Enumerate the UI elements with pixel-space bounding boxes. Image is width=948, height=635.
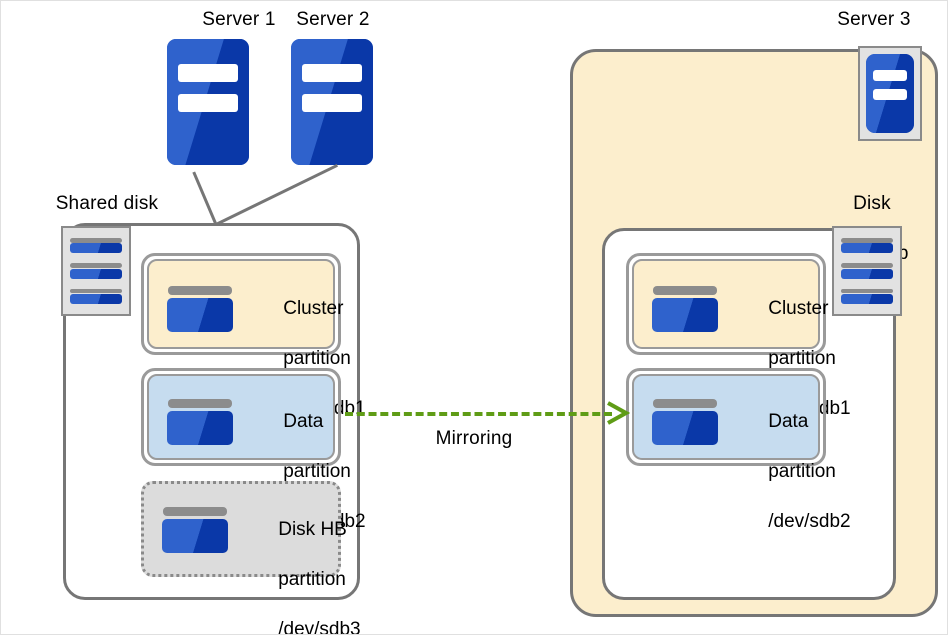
partition-disk-body — [167, 297, 233, 332]
connector-server1-to-shared-disk — [192, 171, 218, 226]
mirroring-label: Mirroring — [435, 428, 513, 449]
partition-label-line2: partition — [283, 348, 351, 369]
partition-label-line2: partition — [278, 569, 346, 590]
partition-label-line1: Cluster — [768, 298, 829, 319]
disk-platter-body — [841, 243, 893, 254]
partition-inner: Disk HB partition /dev/sdb3 — [141, 481, 361, 634]
partition-cluster-server3: Cluster partition /dev/sdb1 — [626, 253, 851, 419]
partition-disk-body — [652, 297, 718, 332]
partition-inner: Cluster partition /dev/sdb1 — [147, 259, 366, 419]
server2-icon — [291, 39, 373, 165]
disk-platter-body — [70, 243, 122, 254]
partition-disk-cap — [168, 399, 232, 409]
disk-platter-cap — [841, 263, 893, 268]
partition-data-server3: Data partition /dev/sdb2 — [626, 368, 851, 532]
server3-disk-label-line1: Disk — [853, 193, 891, 214]
partition-disk-body — [162, 518, 228, 553]
partition-label-line1: Data — [768, 411, 809, 432]
server3-label: Server 3 — [837, 9, 911, 30]
partition-label-line3: /dev/sdb3 — [278, 619, 361, 635]
partition-cluster-shared: Cluster partition /dev/sdb1 — [141, 253, 366, 419]
partition-data-server3-text: Data partition /dev/sdb2 — [726, 384, 851, 559]
disk-platter-cap — [841, 237, 893, 243]
partition-inner: Data partition /dev/sdb2 — [147, 374, 366, 532]
partition-disk-icon — [167, 399, 233, 445]
server-slot-bar-2 — [872, 88, 908, 100]
server-slot-bar-1 — [178, 64, 238, 82]
partition-inner: Cluster partition /dev/sdb1 — [632, 259, 851, 419]
disk-platter-body — [70, 268, 122, 279]
server-slot-bar-2 — [178, 94, 238, 113]
disk-platter-cap — [841, 288, 893, 294]
partition-disk-cap — [168, 286, 232, 296]
disk-platter — [841, 237, 893, 254]
partition-disk-icon — [167, 286, 233, 332]
partition-label-line1: Data — [283, 411, 324, 432]
partition-disk-cap — [653, 286, 717, 296]
disk-platter — [70, 237, 122, 254]
partition-label-line1: Cluster — [283, 298, 344, 319]
disk-platter-cap — [70, 263, 122, 268]
partition-inner: Data partition /dev/sdb2 — [632, 374, 851, 532]
disk-platter — [70, 288, 122, 305]
partition-disk-cap — [163, 507, 227, 517]
shared-disk-stack-icon — [61, 226, 131, 316]
partition-diskhb-shared: Disk HB partition /dev/sdb3 — [141, 481, 361, 634]
partition-data-shared: Data partition /dev/sdb2 — [141, 368, 366, 532]
server3-icon — [866, 54, 914, 133]
partition-disk-icon — [162, 507, 228, 553]
partition-disk-body — [167, 410, 233, 445]
server-slot-bar-2 — [302, 94, 362, 113]
disk-platter — [841, 263, 893, 279]
partition-diskhb-shared-text: Disk HB partition /dev/sdb3 — [236, 492, 361, 635]
server2-label: Server 2 — [296, 9, 370, 30]
partition-disk-body — [652, 410, 718, 445]
connector-server2-to-shared-disk — [215, 163, 338, 226]
partition-label-line2: partition — [283, 461, 351, 482]
disk-platter — [70, 263, 122, 279]
partition-disk-icon — [652, 399, 718, 445]
server1-label: Server 1 — [202, 9, 276, 30]
disk-platter-cap — [70, 237, 122, 243]
server1-icon — [167, 39, 249, 165]
disk-platter-body — [841, 293, 893, 305]
partition-disk-cap — [653, 399, 717, 409]
partition-label-line1: Disk HB — [278, 519, 347, 540]
server3-icon-frame — [858, 46, 922, 141]
disk-platter-cap — [70, 288, 122, 294]
server3-disk-stack-icon — [832, 226, 902, 316]
server-slot-bar-1 — [302, 64, 362, 82]
mirroring-arrow-line — [345, 412, 612, 416]
disk-platter-body — [841, 268, 893, 279]
disk-platter-body — [70, 293, 122, 305]
partition-label-line2: partition — [768, 348, 836, 369]
shared-disk-label-line1: Shared disk — [55, 193, 159, 214]
server-slot-bar-1 — [872, 69, 908, 81]
partition-disk-icon — [652, 286, 718, 332]
partition-label-line2: partition — [768, 461, 836, 482]
disk-platter — [841, 288, 893, 305]
partition-label-line3: /dev/sdb2 — [768, 511, 851, 532]
